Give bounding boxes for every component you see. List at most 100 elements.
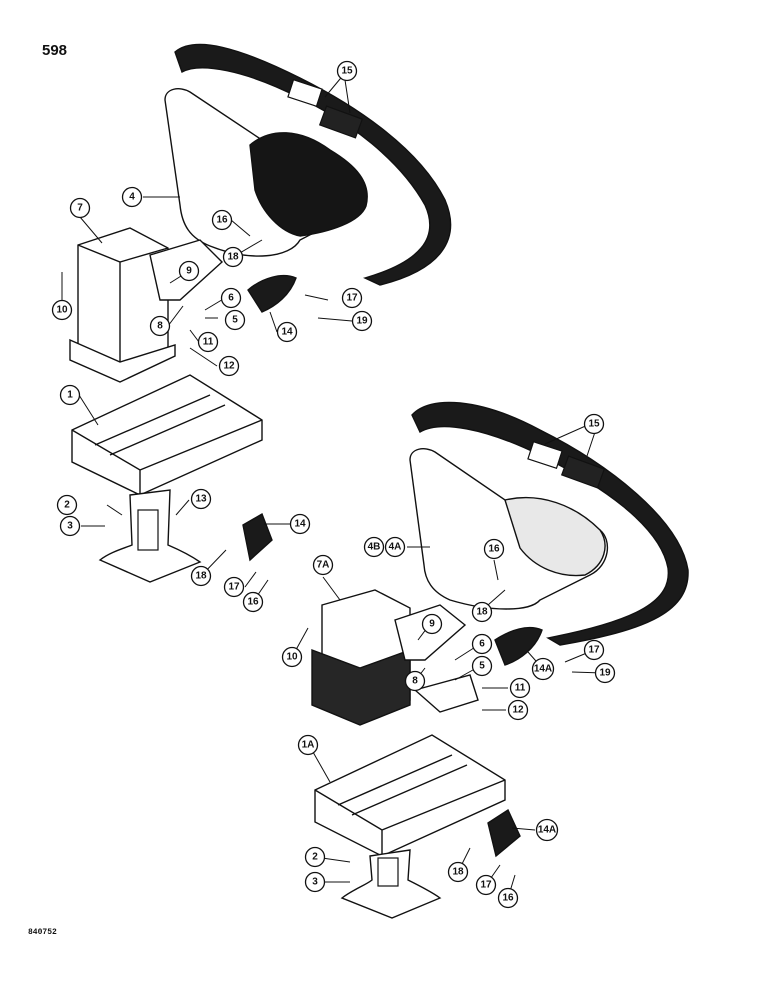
callout-15-lower: 15 — [583, 413, 605, 435]
callout-4a: 4A — [384, 536, 406, 558]
callout-18-b: 18 — [190, 565, 212, 587]
callout-15: 15 — [336, 60, 358, 82]
svg-text:3: 3 — [67, 521, 73, 532]
callout-3: 3 — [59, 515, 81, 537]
svg-text:2: 2 — [312, 852, 318, 863]
svg-text:16: 16 — [247, 597, 259, 608]
callout-8: 8 — [149, 315, 171, 337]
callout-1a: 1A — [297, 734, 319, 756]
callout-12: 12 — [218, 355, 240, 377]
upper-callouts: 1 2 3 4 5 6 7 8 9 10 11 12 13 14 14 15 1… — [51, 60, 373, 613]
callout-16-b: 16 — [242, 591, 264, 613]
belt-buckle-upper-b — [318, 105, 364, 139]
callout-10: 10 — [51, 299, 73, 321]
svg-text:16: 16 — [502, 893, 514, 904]
svg-text:17: 17 — [480, 880, 492, 891]
callout-7a: 7A — [312, 554, 334, 576]
callout-17-b: 17 — [223, 576, 245, 598]
hinge-lower-b — [487, 808, 521, 858]
drawing-code: 840752 — [28, 928, 57, 937]
callout-16-lower-a: 16 — [483, 538, 505, 560]
callout-5-lower: 5 — [471, 655, 493, 677]
callout-18-a: 18 — [222, 246, 244, 268]
svg-text:13: 13 — [195, 494, 207, 505]
svg-text:1: 1 — [67, 390, 73, 401]
svg-text:19: 19 — [599, 668, 611, 679]
callout-17-lower-b: 17 — [475, 874, 497, 896]
svg-text:10: 10 — [286, 652, 298, 663]
callout-1: 1 — [59, 384, 81, 406]
svg-text:3: 3 — [312, 877, 318, 888]
svg-text:6: 6 — [479, 639, 485, 650]
callout-12-lower: 12 — [507, 699, 529, 721]
hinge-lower — [494, 626, 543, 666]
callout-10-lower: 10 — [281, 646, 303, 668]
svg-text:17: 17 — [588, 645, 600, 656]
callout-13: 13 — [190, 488, 212, 510]
callout-8-lower: 8 — [404, 670, 426, 692]
svg-text:8: 8 — [157, 321, 163, 332]
svg-text:14A: 14A — [538, 825, 556, 836]
svg-text:18: 18 — [195, 571, 207, 582]
callout-4: 4 — [121, 186, 143, 208]
callout-6: 6 — [220, 287, 242, 309]
svg-text:1A: 1A — [302, 740, 315, 751]
svg-text:10: 10 — [56, 305, 68, 316]
svg-text:16: 16 — [216, 215, 228, 226]
riser-base-plate-upper — [69, 338, 176, 383]
callout-17-lower-a: 17 — [583, 639, 605, 661]
callout-16-lower-b: 16 — [497, 887, 519, 909]
belt-buckle-lower-b — [560, 455, 606, 489]
callout-6-lower: 6 — [471, 633, 493, 655]
svg-text:17: 17 — [346, 293, 358, 304]
callout-2: 2 — [56, 494, 78, 516]
svg-text:15: 15 — [341, 66, 353, 77]
callout-16-a: 16 — [211, 209, 233, 231]
svg-text:12: 12 — [223, 361, 235, 372]
riser-boot-lower — [311, 648, 411, 726]
hinge-upper — [247, 274, 297, 313]
lower-seat-assembly — [311, 401, 689, 919]
lower-callouts: 1A 2 3 4B 4A 5 6 7A 8 9 10 11 12 14A 14A… — [281, 413, 616, 909]
callout-11-lower: 11 — [509, 677, 531, 699]
seat-slide-frame-upper — [71, 374, 263, 496]
callout-18-lower-b: 18 — [447, 861, 469, 883]
svg-text:5: 5 — [479, 661, 485, 672]
svg-text:18: 18 — [452, 867, 464, 878]
upper-seat-assembly — [69, 43, 452, 583]
adjust-lever-lower — [413, 674, 479, 713]
svg-text:7: 7 — [77, 203, 83, 214]
page-number: 598 — [42, 42, 68, 59]
callout-19-lower: 19 — [594, 662, 616, 684]
callout-14a-a: 14A — [531, 657, 555, 681]
svg-text:17: 17 — [228, 582, 240, 593]
svg-text:5: 5 — [232, 315, 238, 326]
svg-text:8: 8 — [412, 676, 418, 687]
svg-text:4: 4 — [129, 192, 135, 203]
callout-17-a: 17 — [341, 287, 363, 309]
svg-text:15: 15 — [588, 419, 600, 430]
svg-text:16: 16 — [488, 544, 500, 555]
svg-text:12: 12 — [512, 705, 524, 716]
svg-text:18: 18 — [227, 252, 239, 263]
seat-cushion-lower — [504, 496, 606, 577]
svg-text:18: 18 — [476, 607, 488, 618]
callout-9: 9 — [178, 260, 200, 282]
callout-14-b: 14 — [289, 513, 311, 535]
callout-7: 7 — [69, 197, 91, 219]
callout-5: 5 — [224, 309, 246, 331]
seat-cushion-upper — [249, 132, 368, 237]
hinge-upper-lower — [242, 512, 273, 562]
svg-text:4B: 4B — [368, 542, 381, 553]
svg-text:14: 14 — [281, 327, 293, 338]
svg-text:11: 11 — [515, 683, 526, 694]
belt-buckle-upper-a — [287, 79, 323, 107]
leader-lines — [61, 72, 604, 899]
callout-14-a: 14 — [276, 321, 298, 343]
callout-14a-b: 14A — [535, 818, 559, 842]
callout-2-lower: 2 — [304, 846, 326, 868]
callout-4b: 4B — [363, 536, 385, 558]
svg-text:14A: 14A — [534, 664, 552, 675]
svg-text:4A: 4A — [389, 542, 402, 553]
